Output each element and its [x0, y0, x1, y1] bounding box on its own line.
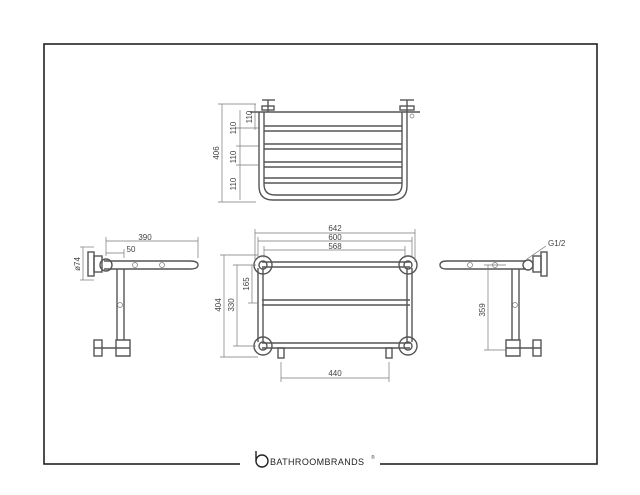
right-height-label: 359	[478, 303, 487, 317]
left-side-view	[80, 237, 199, 357]
left-diameter-label: ø74	[73, 257, 82, 271]
front-overall-width-label: 642	[328, 224, 342, 233]
top-spacing-label-4: 110	[245, 110, 254, 123]
brand-logo	[255, 451, 269, 468]
brand-gap	[240, 454, 380, 470]
front-view	[220, 229, 418, 382]
top-view	[218, 99, 420, 203]
front-centres-width-label: 600	[328, 233, 342, 242]
top-depth-label: 406	[212, 146, 221, 160]
left-offset-label: 50	[127, 245, 136, 254]
top-spacing-label-1: 110	[229, 121, 238, 134]
brand-registered-mark: ®	[371, 454, 375, 461]
right-side-view	[439, 245, 548, 357]
top-spacing-label-2: 110	[229, 150, 238, 163]
left-projection-label: 390	[138, 233, 152, 242]
front-centres-height-label: 330	[227, 298, 236, 312]
front-upper-gap-label: 165	[242, 277, 251, 291]
front-overall-height-label: 404	[214, 298, 223, 312]
front-inner-width-label: 568	[328, 242, 342, 251]
top-spacing-label-3: 110	[229, 177, 238, 190]
front-bottom-width-label: 440	[328, 369, 342, 378]
drawing-frame	[43, 43, 598, 465]
right-thread-label: G1/2	[548, 239, 566, 248]
brand-name: BATHROOMBRANDS	[270, 457, 364, 467]
